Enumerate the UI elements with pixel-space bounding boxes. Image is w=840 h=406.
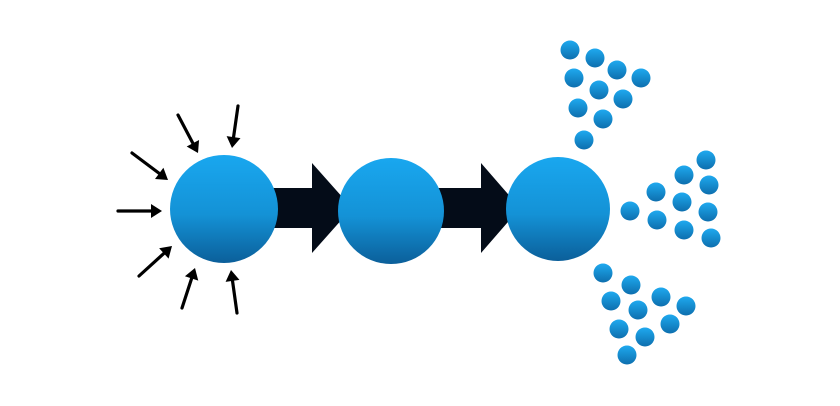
inward-arrows-group (116, 104, 241, 315)
particle-dot (564, 68, 584, 88)
particle-cluster-lower (593, 263, 696, 365)
particle-dot (620, 201, 640, 221)
particle-dot (628, 300, 648, 320)
inward-arrow-5 (137, 246, 172, 278)
particle-dot (631, 68, 651, 88)
particle-dot (660, 314, 680, 334)
inward-arrow-1 (176, 113, 200, 153)
particle-dot (593, 109, 613, 129)
particle-dot (568, 98, 588, 118)
particle-dot (613, 89, 633, 109)
particle-dot (609, 319, 629, 339)
particle-dot (560, 40, 580, 60)
particle-dot (607, 60, 627, 80)
particle-dot (635, 327, 655, 347)
particle-cluster-right (620, 150, 721, 248)
flow-arrow-2 (436, 163, 520, 253)
particle-dot (698, 202, 718, 222)
particle-cluster-upper (560, 40, 651, 150)
particle-dot (589, 80, 609, 100)
inward-arrow-2 (226, 104, 241, 148)
particle-dot (585, 48, 605, 68)
particle-dot (617, 345, 637, 365)
inward-arrow-4 (116, 204, 162, 218)
particle-dot (676, 296, 696, 316)
particle-dot (646, 182, 666, 202)
particle-dot (674, 220, 694, 240)
inward-arrow-7 (225, 270, 240, 315)
inward-arrow-3 (130, 151, 168, 180)
flow-arrow-1 (268, 163, 352, 253)
dispersed-particles-group (560, 40, 721, 365)
particle-dot (674, 165, 694, 185)
particle-dot (647, 210, 667, 230)
particle-dot (621, 275, 641, 295)
particle-dot (696, 150, 716, 170)
node-middle (338, 158, 444, 264)
particle-dot (699, 175, 719, 195)
node-source (170, 155, 278, 263)
particle-dot (701, 228, 721, 248)
particle-dot (672, 192, 692, 212)
particle-dot (593, 263, 613, 283)
particle-dot (574, 130, 594, 150)
particle-dot (651, 287, 671, 307)
node-target (506, 157, 610, 261)
inward-arrow-6 (180, 268, 199, 310)
particle-dot (601, 291, 621, 311)
